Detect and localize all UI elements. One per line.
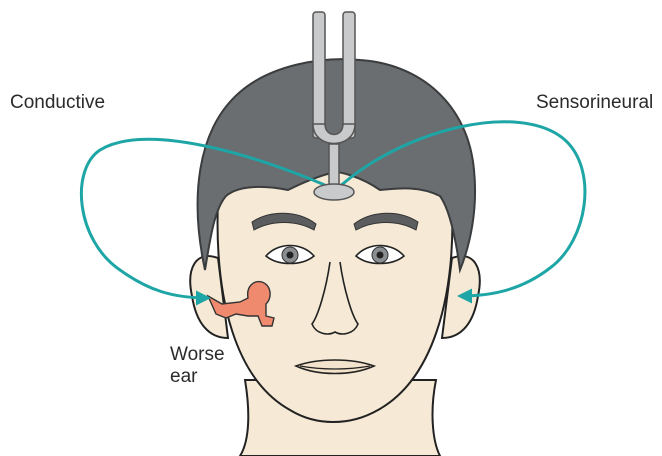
label-worse-ear: Worse ear — [170, 344, 225, 388]
label-worse-ear-line2: ear — [170, 366, 225, 388]
label-worse-ear-line1: Worse — [170, 344, 225, 366]
label-conductive: Conductive — [10, 92, 105, 114]
label-sensorineural: Sensorineural — [536, 92, 653, 114]
